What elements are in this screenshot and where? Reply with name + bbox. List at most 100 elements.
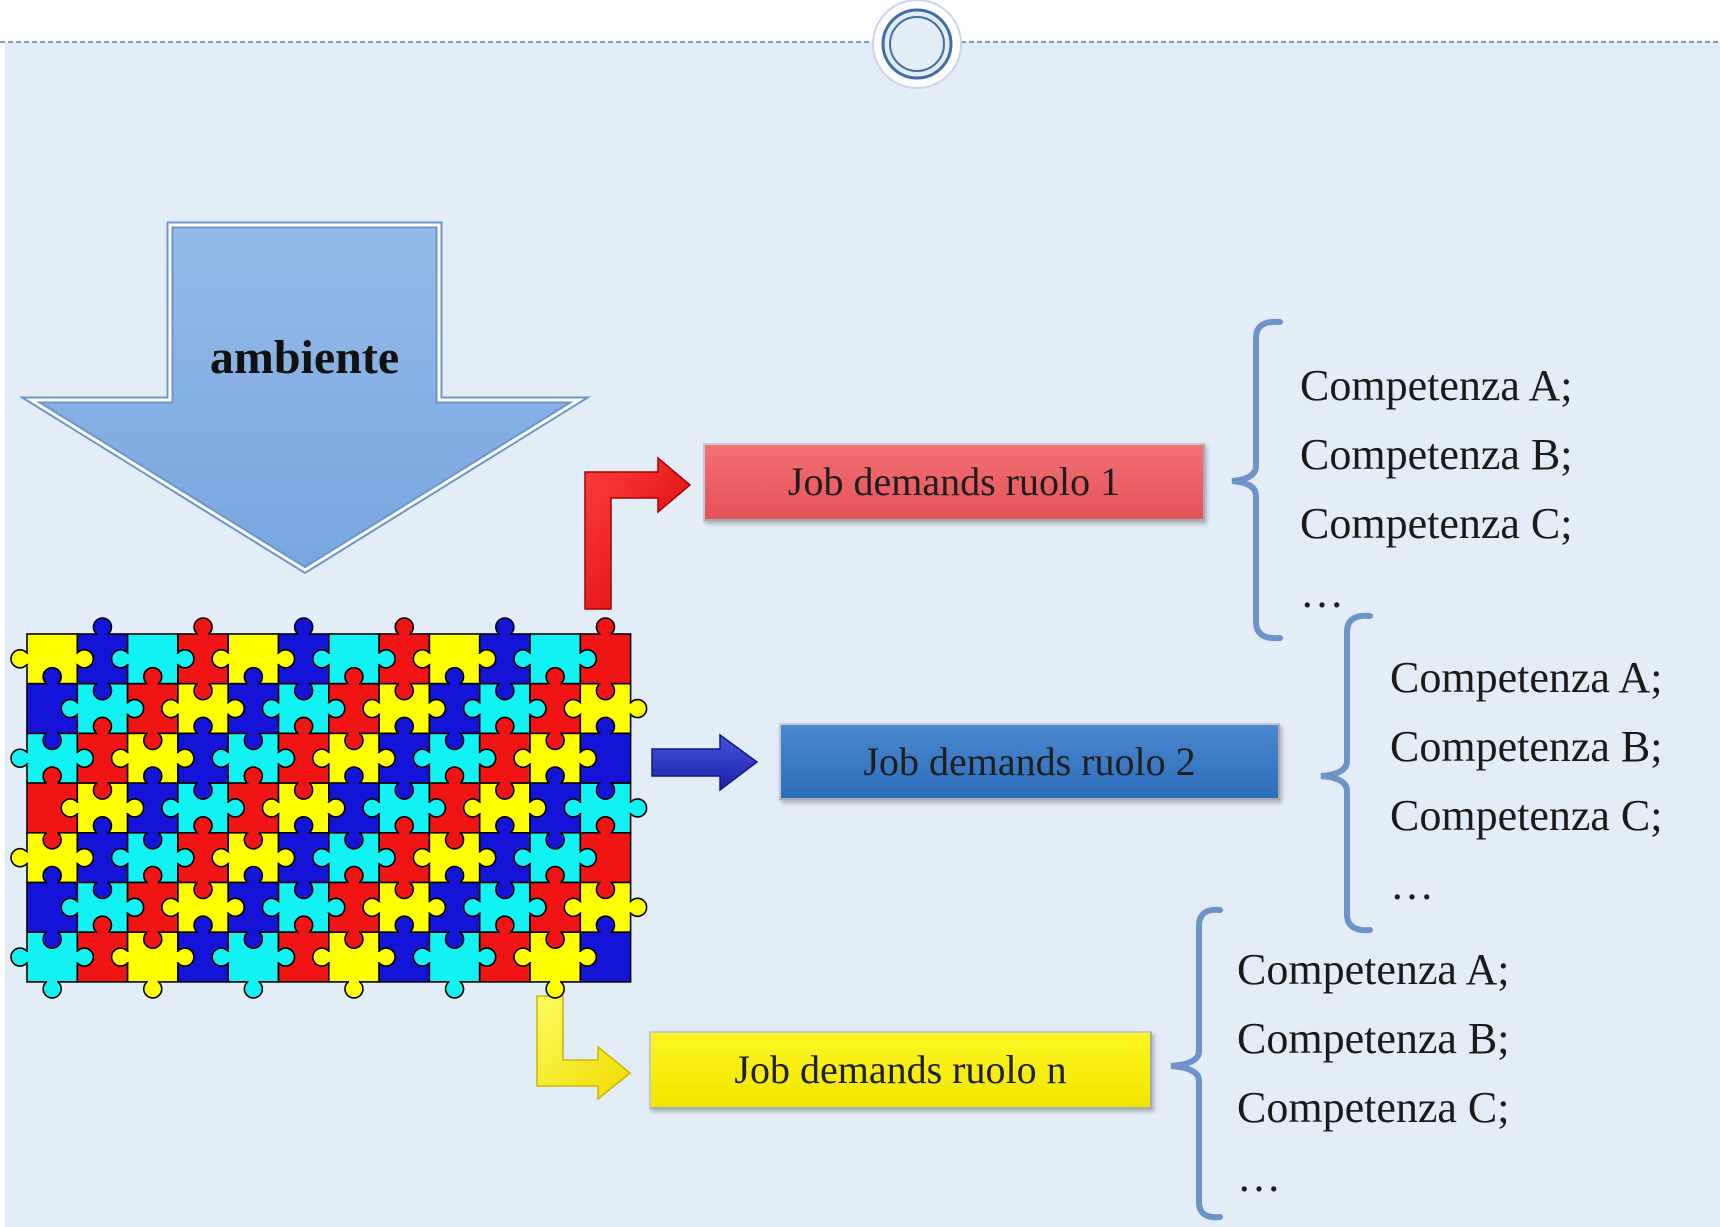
puzzle-knob-neck (274, 952, 284, 963)
puzzle-knob-neck (248, 778, 259, 788)
puzzle-knob-neck (475, 852, 485, 863)
puzzle-knob-neck (576, 653, 586, 664)
puzzle-knob-neck (223, 653, 233, 664)
puzzle-knob-neck (449, 928, 460, 938)
puzzle-knob-neck (475, 653, 485, 664)
puzzle-knob-neck (348, 928, 359, 938)
puzzle-knob-neck (173, 952, 183, 963)
puzzle-knob-neck (526, 703, 535, 714)
puzzle-knob-neck (374, 902, 384, 913)
puzzle-knob-neck (47, 877, 58, 887)
puzzle-knob-neck (273, 902, 283, 913)
puzzle-knob-neck (399, 629, 410, 638)
puzzle-knob-neck (449, 877, 460, 887)
puzzle-knob-neck (576, 952, 586, 963)
puzzle-knob-neck (375, 952, 385, 963)
puzzle-knob-neck (198, 779, 209, 789)
puzzle-knob-neck (550, 928, 561, 938)
puzzle-knob-neck (173, 753, 183, 764)
puzzle-knob-neck (375, 852, 385, 863)
puzzle-knob-neck (47, 828, 58, 838)
puzzle-knob-neck (324, 902, 334, 913)
puzzle-knob-neck (348, 778, 359, 788)
puzzle-knob-neck (173, 852, 183, 863)
puzzle-knob-neck (248, 977, 259, 987)
puzzle-knob-neck (198, 927, 209, 937)
competency-item: Competenza A; (1390, 653, 1663, 702)
puzzle-knob-neck (575, 802, 585, 813)
bracket-role-2 (1320, 612, 1373, 934)
puzzle-knob-neck (298, 779, 309, 789)
puzzle-knob-neck (626, 703, 636, 714)
puzzle-knob-neck (147, 977, 158, 987)
puzzle-knob-neck (626, 802, 636, 813)
puzzle-knob-neck (550, 828, 561, 838)
puzzle-knob-neck (399, 779, 410, 789)
puzzle-knob-neck (298, 827, 309, 837)
puzzle-knob-neck (198, 679, 209, 689)
puzzle-knob-neck (399, 878, 410, 888)
puzzle-knob-neck (73, 653, 83, 664)
arrow-to-role-2 (651, 733, 759, 792)
puzzle-knob-neck (575, 703, 585, 714)
puzzle-knob-neck (173, 653, 183, 664)
puzzle-knob-neck (475, 952, 485, 963)
puzzle-knob-neck (248, 877, 259, 887)
puzzle-knob-neck (600, 927, 611, 937)
puzzle-knob-neck (525, 852, 534, 863)
puzzle-knob-neck (47, 729, 58, 739)
competency-list-role-1: Competenza A; Competenza B; Competenza C… (1300, 351, 1573, 627)
competency-item: Competenza C; (1237, 1083, 1510, 1132)
puzzle-knob-neck (224, 703, 234, 714)
puzzle-knob-neck (224, 802, 234, 813)
puzzle-knob-neck (323, 852, 333, 863)
competency-item: … (1390, 860, 1434, 909)
puzzle-knob-neck (399, 728, 410, 738)
puzzle-knob-neck (526, 902, 535, 913)
puzzle-knob-neck (123, 703, 133, 714)
puzzle-knob-neck (499, 629, 510, 638)
competency-list-role-n: Competenza A; Competenza B; Competenza C… (1237, 935, 1510, 1211)
puzzle-knob-neck (147, 828, 158, 838)
bracket-role-1 (1231, 318, 1283, 642)
puzzle-knob-neck (425, 703, 435, 714)
header-divider (0, 0, 1720, 89)
puzzle-knob-neck (224, 902, 234, 913)
puzzle-knob-neck (449, 977, 460, 987)
puzzle-knob-neck (22, 753, 31, 764)
puzzle-knob-neck (449, 828, 460, 838)
competency-item: Competenza B; (1237, 1014, 1510, 1063)
puzzle-knob-neck (223, 852, 233, 863)
puzzle-knob-neck (298, 878, 309, 888)
puzzle-knob-neck (348, 977, 359, 987)
puzzle-knob-neck (172, 802, 182, 813)
puzzle-knob-neck (348, 678, 359, 688)
puzzle-knob-neck (172, 902, 182, 913)
puzzle-knob-neck (550, 977, 561, 987)
puzzle-knob-neck (424, 852, 434, 863)
competency-item: Competenza A; (1237, 945, 1510, 994)
puzzle-knob-neck (72, 703, 82, 714)
puzzle-knob-neck (223, 952, 233, 963)
puzzle-knob-neck (474, 703, 484, 714)
puzzle-knob-neck (449, 778, 460, 788)
puzzle-knob-neck (399, 827, 410, 837)
puzzle-knob-neck (526, 802, 535, 813)
competency-item: … (1237, 1152, 1281, 1201)
puzzle-knob-neck (374, 703, 384, 714)
puzzle-knob-neck (97, 779, 108, 789)
puzzle-knob-neck (474, 802, 484, 813)
competency-item: Competenza A; (1300, 361, 1573, 410)
puzzle-knob-neck (47, 977, 58, 987)
puzzle-knob-neck (550, 729, 561, 739)
puzzle-knob-neck (248, 928, 259, 938)
puzzle-knob-neck (525, 753, 534, 764)
puzzle-knob-neck (123, 802, 133, 813)
puzzle-knob-neck (600, 679, 611, 689)
puzzle-knob-neck (22, 852, 31, 863)
puzzle-knob-neck (600, 878, 611, 888)
puzzle-knob-neck (576, 852, 586, 863)
puzzle-knob-neck (172, 703, 182, 714)
puzzle-knob-neck (97, 679, 108, 689)
